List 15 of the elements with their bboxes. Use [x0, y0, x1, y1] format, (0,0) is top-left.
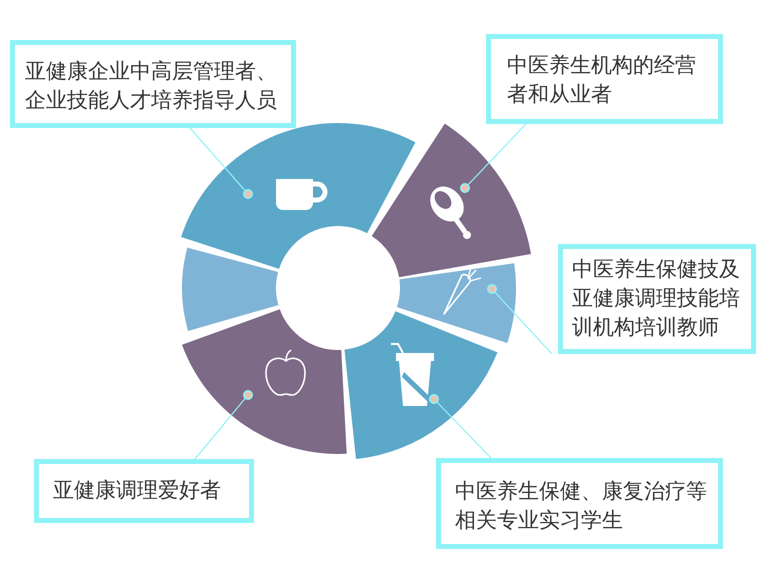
text-box: 亚健康企业中高层管理者、企业技能人才培养指导人员	[10, 40, 296, 128]
text-box: 中医养生保健、康复治疗等相关专业实习学生	[436, 458, 723, 549]
leader-line	[429, 394, 492, 458]
donut-segment	[396, 263, 516, 343]
leader-line	[190, 128, 253, 199]
donut-segment	[182, 309, 347, 454]
leader-line	[487, 284, 552, 354]
leader-line	[460, 124, 526, 193]
donut-segment	[182, 248, 278, 331]
donut-segment	[181, 123, 416, 269]
leader-line	[194, 390, 253, 460]
text-box: 亚健康调理爱好者	[34, 459, 254, 523]
donut-segment	[372, 124, 532, 278]
text-box: 中医养生保健技及亚健康调理技能培训机构培训教师	[558, 244, 756, 354]
text-box: 中医养生机构的经营者和从业者	[486, 34, 723, 124]
